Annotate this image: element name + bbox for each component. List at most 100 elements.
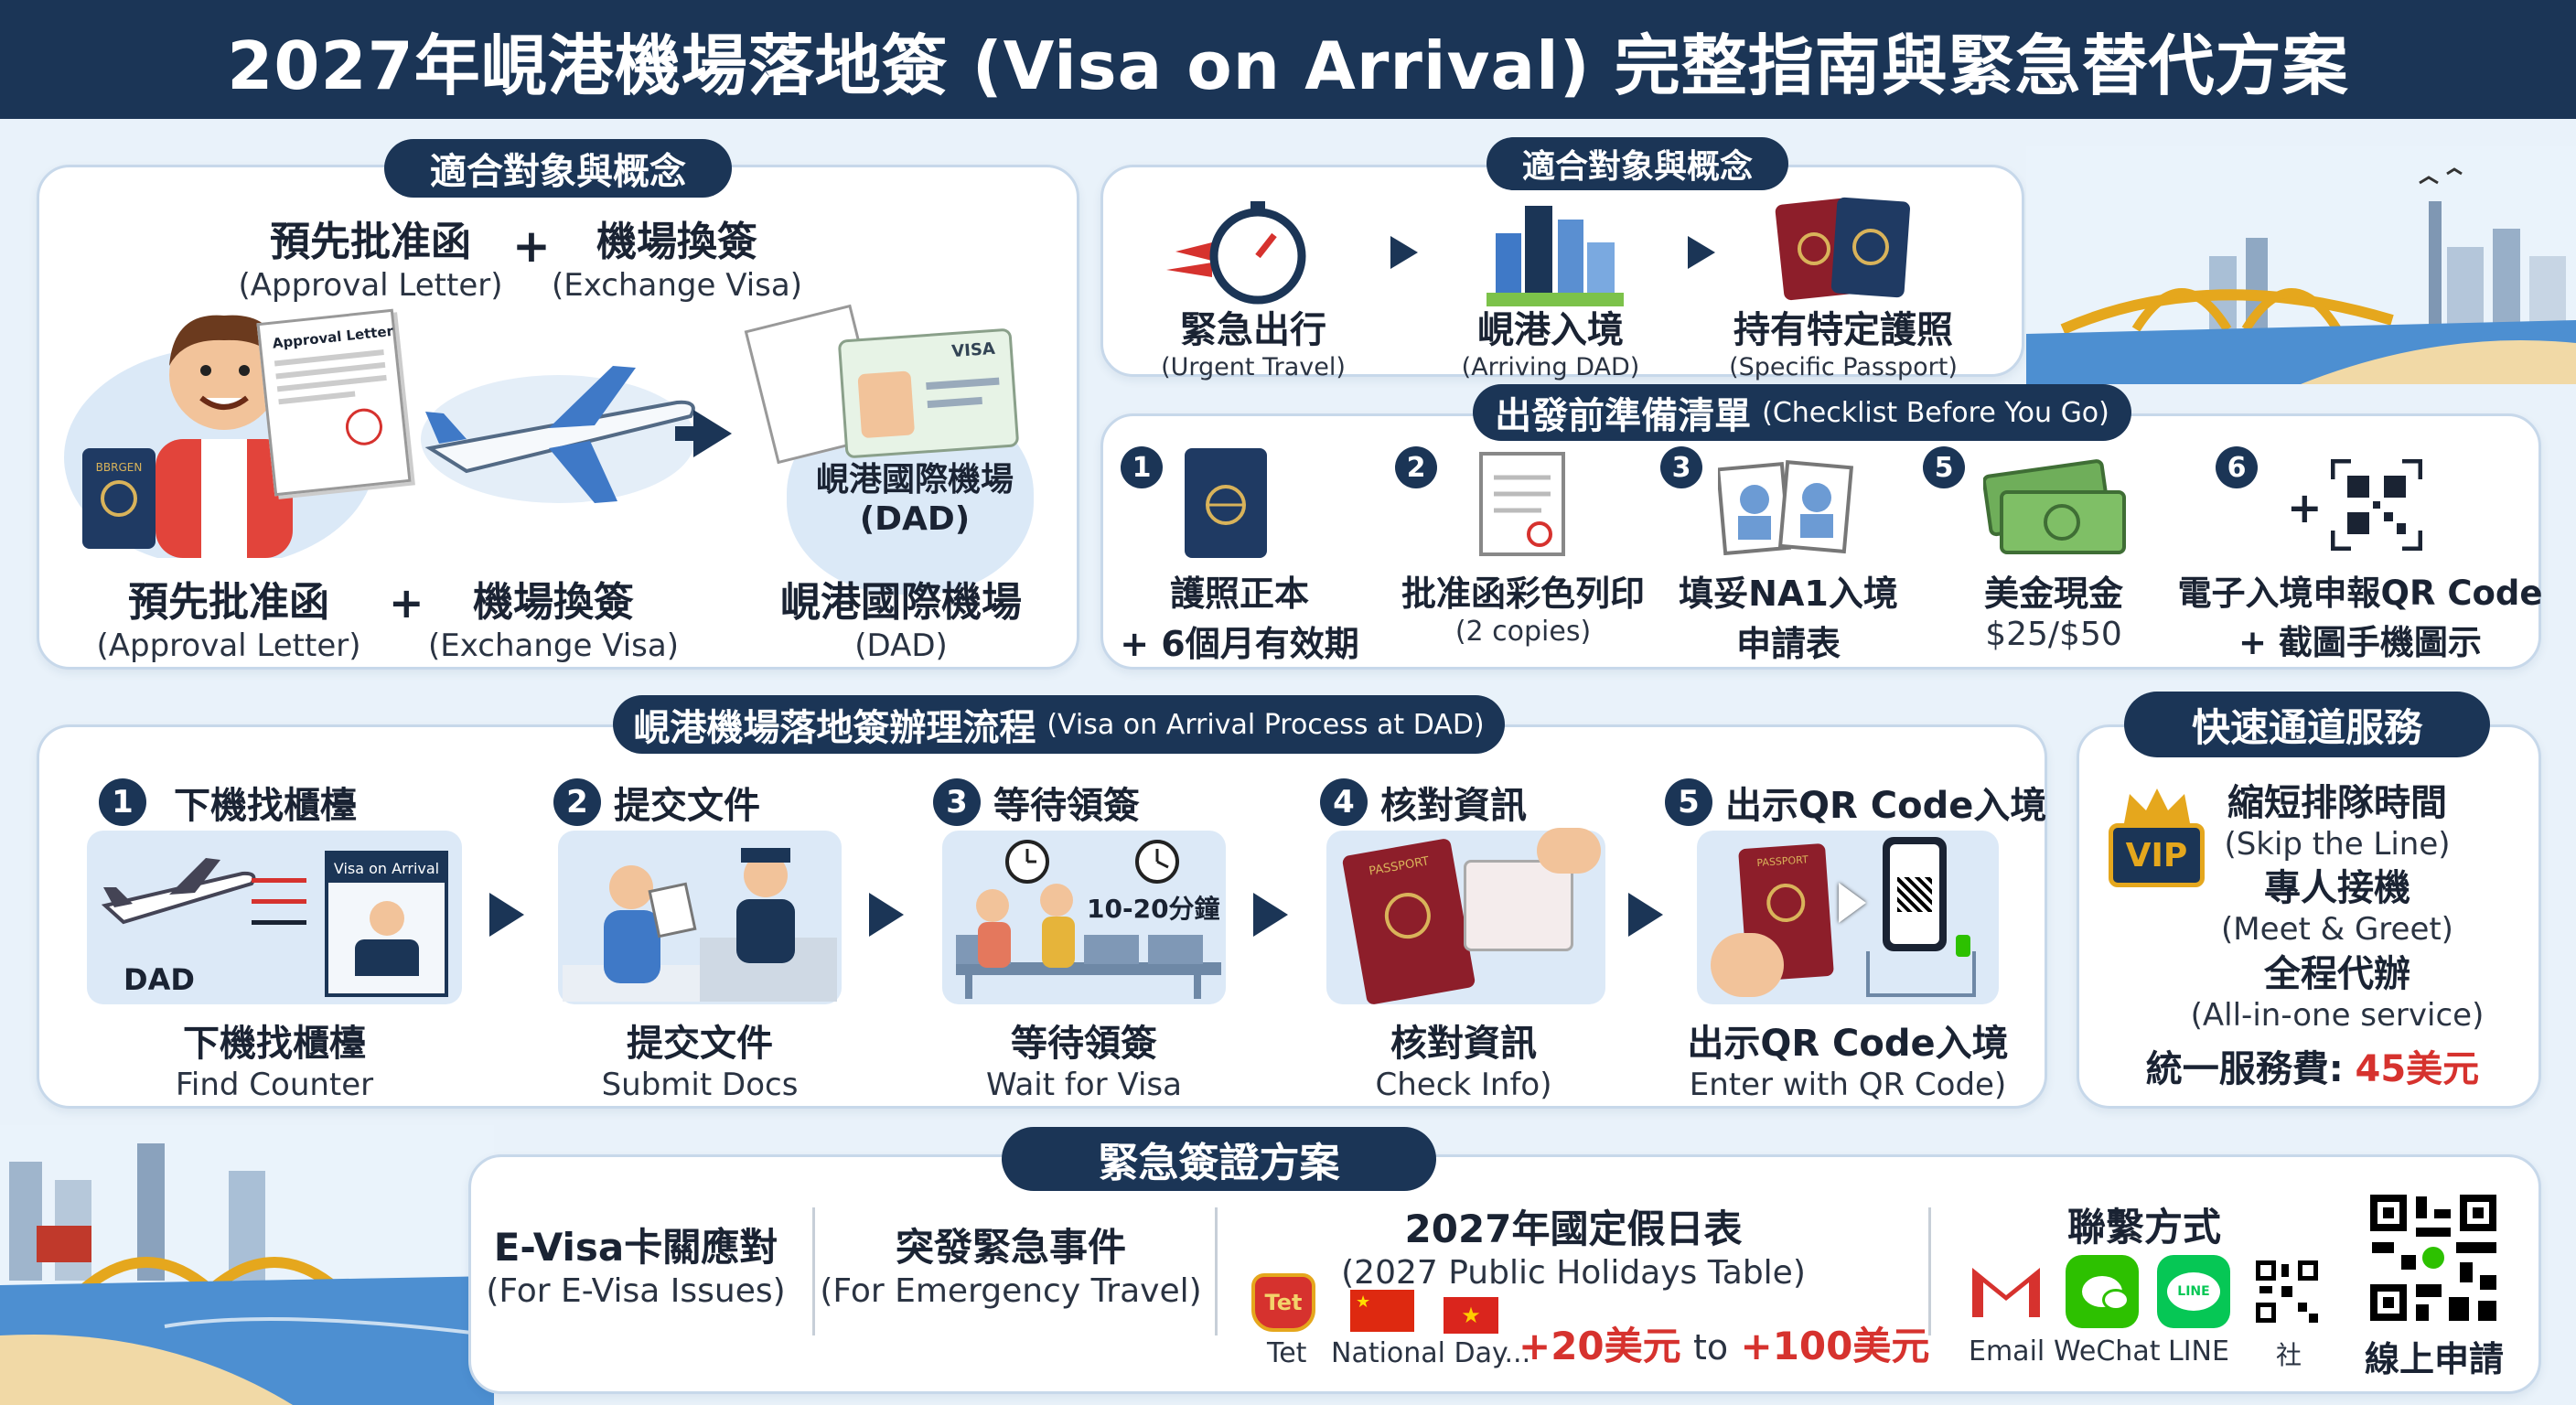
cash-icon (1983, 459, 2126, 554)
process-arrow-2 (869, 893, 904, 937)
document-icon (1479, 452, 1565, 556)
urgent-block: 突發緊急事件 (For Emergency Travel) (820, 1217, 1202, 1310)
contact-line[interactable]: LINE (2168, 1335, 2229, 1367)
concept-pill: 適合對象與概念 (384, 139, 732, 198)
airport-zh: 峴港國際機場 (815, 461, 1014, 499)
tet-icon: Tet (1251, 1273, 1315, 1332)
urgent-title: 突發緊急事件 (895, 1225, 1126, 1270)
fast-fee: 統一服務費: 45美元 (2120, 1039, 2505, 1092)
traveler-illustration: BBRGEN (64, 315, 375, 558)
contact-email[interactable]: Email (1969, 1335, 2045, 1367)
process-step-head: 1 下機找櫃檯 (99, 776, 357, 829)
holiday-national: National Day... (1331, 1337, 1531, 1369)
checklist-num-6: 6 (2216, 446, 2258, 488)
checklist-pill: 出發前準備清單 (Checklist Before You Go) (1473, 384, 2131, 441)
eligibility-arrow-2 (1688, 236, 1715, 269)
emergency-divider (1928, 1207, 1931, 1335)
fast-fee-label: 統一服務費: (2145, 1048, 2344, 1090)
checklist-item: 美金現金 $25/$50 (1983, 574, 2123, 653)
landing-plane-icon (101, 858, 256, 925)
checklist-num-2: 2 (1395, 446, 1437, 488)
process-arrow-3 (1253, 893, 1288, 937)
eligibility-pill: 適合對象與概念 (1487, 137, 1788, 190)
checklist-num-5: 5 (1923, 446, 1965, 488)
concept-top-left-en: (Approval Letter) (238, 267, 503, 304)
turnstile (1866, 951, 1976, 997)
contact-title: 聯繫方式 (2067, 1205, 2222, 1249)
passport-icon (1185, 448, 1267, 558)
process-step-caption: 等待領簽 Wait for Visa (986, 1023, 1182, 1103)
concept-top-right-en: (Exchange Visa) (552, 267, 802, 304)
emergency-divider (812, 1207, 815, 1335)
contact-social[interactable]: 社 (2276, 1340, 2302, 1370)
process-step-caption: 核對資訊 Check Info) (1375, 1023, 1552, 1103)
evisa-title: E-Visa卡關應對 (493, 1225, 778, 1270)
contact-wechat[interactable]: WeChat (2054, 1335, 2161, 1367)
process-arrow-1 (489, 893, 524, 937)
concept-bottom-left-en: (Approval Letter) (96, 627, 361, 664)
process-arrow-4 (1628, 893, 1663, 937)
approval-letter-title: Approval Letter (271, 322, 394, 352)
holiday-sub: (2027 Public Holidays Table) (1341, 1254, 1806, 1292)
green-signal-icon (1956, 935, 1970, 957)
emergency-divider (1215, 1207, 1218, 1335)
concept-bottom-right-en: (DAD) (854, 627, 948, 664)
wechat-icon[interactable] (2066, 1255, 2139, 1328)
urgent-sub: (For Emergency Travel) (820, 1272, 1202, 1310)
apply-online-label[interactable]: 線上申請 (2365, 1339, 2505, 1379)
beach-bridge-illustration (0, 1125, 494, 1405)
eligibility-arrow-1 (1390, 236, 1418, 269)
process-pill: 峴港機場落地簽辦理流程(Visa on Arrival Process at D… (613, 695, 1505, 754)
emergency-pill: 緊急簽證方案 (1002, 1127, 1436, 1191)
check-hand (1537, 828, 1601, 874)
fast-fee-value: 45美元 (2355, 1048, 2480, 1090)
concept-bottom-mid-zh: 機場換簽 (473, 579, 634, 626)
process-step-head: 2 提交文件 (553, 776, 760, 829)
concept-top-right-zh: 機場換簽 (596, 219, 757, 265)
line-icon[interactable]: LINE (2157, 1255, 2230, 1328)
holiday-title: 2027年國定假日表 (1404, 1207, 1743, 1251)
gmail-icon[interactable] (1969, 1260, 2044, 1321)
eligibility-item: 持有特定護照 (Specific Passport) (1729, 309, 1958, 381)
crown-icon (2124, 788, 2190, 823)
process-step-head: 3 等待領簽 (933, 776, 1140, 829)
concept-bottom-right-zh: 峴港國際機場 (780, 579, 1022, 626)
process-step-caption: 提交文件 Submit Docs (601, 1023, 799, 1103)
process-step-head: 5 出示QR Code入境 (1665, 776, 2046, 829)
evisa-block: E-Visa卡關應對 (For E-Visa Issues) (485, 1217, 787, 1310)
concept-top-plus: + (512, 220, 551, 273)
checklist-item: 批准函彩色列印 (2 copies) (1401, 574, 1645, 648)
checklist-pill-en: (Checklist Before You Go) (1762, 396, 2109, 429)
process-step-caption: 下機找櫃檯 Find Counter (175, 1023, 374, 1103)
checklist-item: 填妥NA1入境 申請表 (1679, 574, 1898, 664)
apply-qr-code[interactable] (2365, 1189, 2502, 1326)
waiting-illustration (956, 840, 1221, 999)
checklist-num-1: 1 (1121, 446, 1163, 488)
process-pill-en: (Visa on Arrival Process at DAD) (1046, 708, 1485, 741)
stopwatch-icon (1166, 201, 1306, 305)
qr-code-icon (2331, 459, 2422, 551)
airplane-icon (421, 366, 695, 503)
passports-icon (1775, 197, 1910, 301)
holiday-block: 2027年國定假日表 (2027 Public Holidays Table) (1317, 1198, 1830, 1292)
evisa-sub: (For E-Visa Issues) (486, 1272, 786, 1310)
china-flag-icon: ★ (1350, 1290, 1414, 1332)
social-qr-icon[interactable] (2252, 1257, 2322, 1326)
fast-item: 縮短排隊時間 (Skip the Line) (2224, 782, 2451, 863)
checklist-pill-zh: 出發前準備清單 (1495, 395, 1752, 437)
eligibility-item: 峴港入境 (Arriving DAD) (1461, 309, 1640, 381)
checklist-num-3: 3 (1660, 446, 1702, 488)
phone-icon (1883, 837, 1947, 951)
fast-item: 專人接機 (Meet & Greet) (2221, 867, 2453, 948)
line-badge: LINE (2177, 1284, 2210, 1299)
approval-letter-doc: Approval Letter (256, 308, 412, 497)
process-step-head: 4 核對資訊 (1320, 776, 1527, 829)
fast-track-pill: 快速通道服務 (2124, 692, 2490, 757)
vip-label: VIP (2125, 836, 2188, 874)
vietnam-flag-icon: ★ (1444, 1297, 1498, 1334)
eligibility-item: 緊急出行 (Urgent Travel) (1161, 309, 1346, 381)
concept-bottom-left-zh: 預先批准函 (128, 579, 329, 626)
submit-docs-illustration (563, 848, 837, 1002)
qr-arrow (1839, 883, 1866, 923)
checklist-plus: + (2287, 483, 2323, 532)
